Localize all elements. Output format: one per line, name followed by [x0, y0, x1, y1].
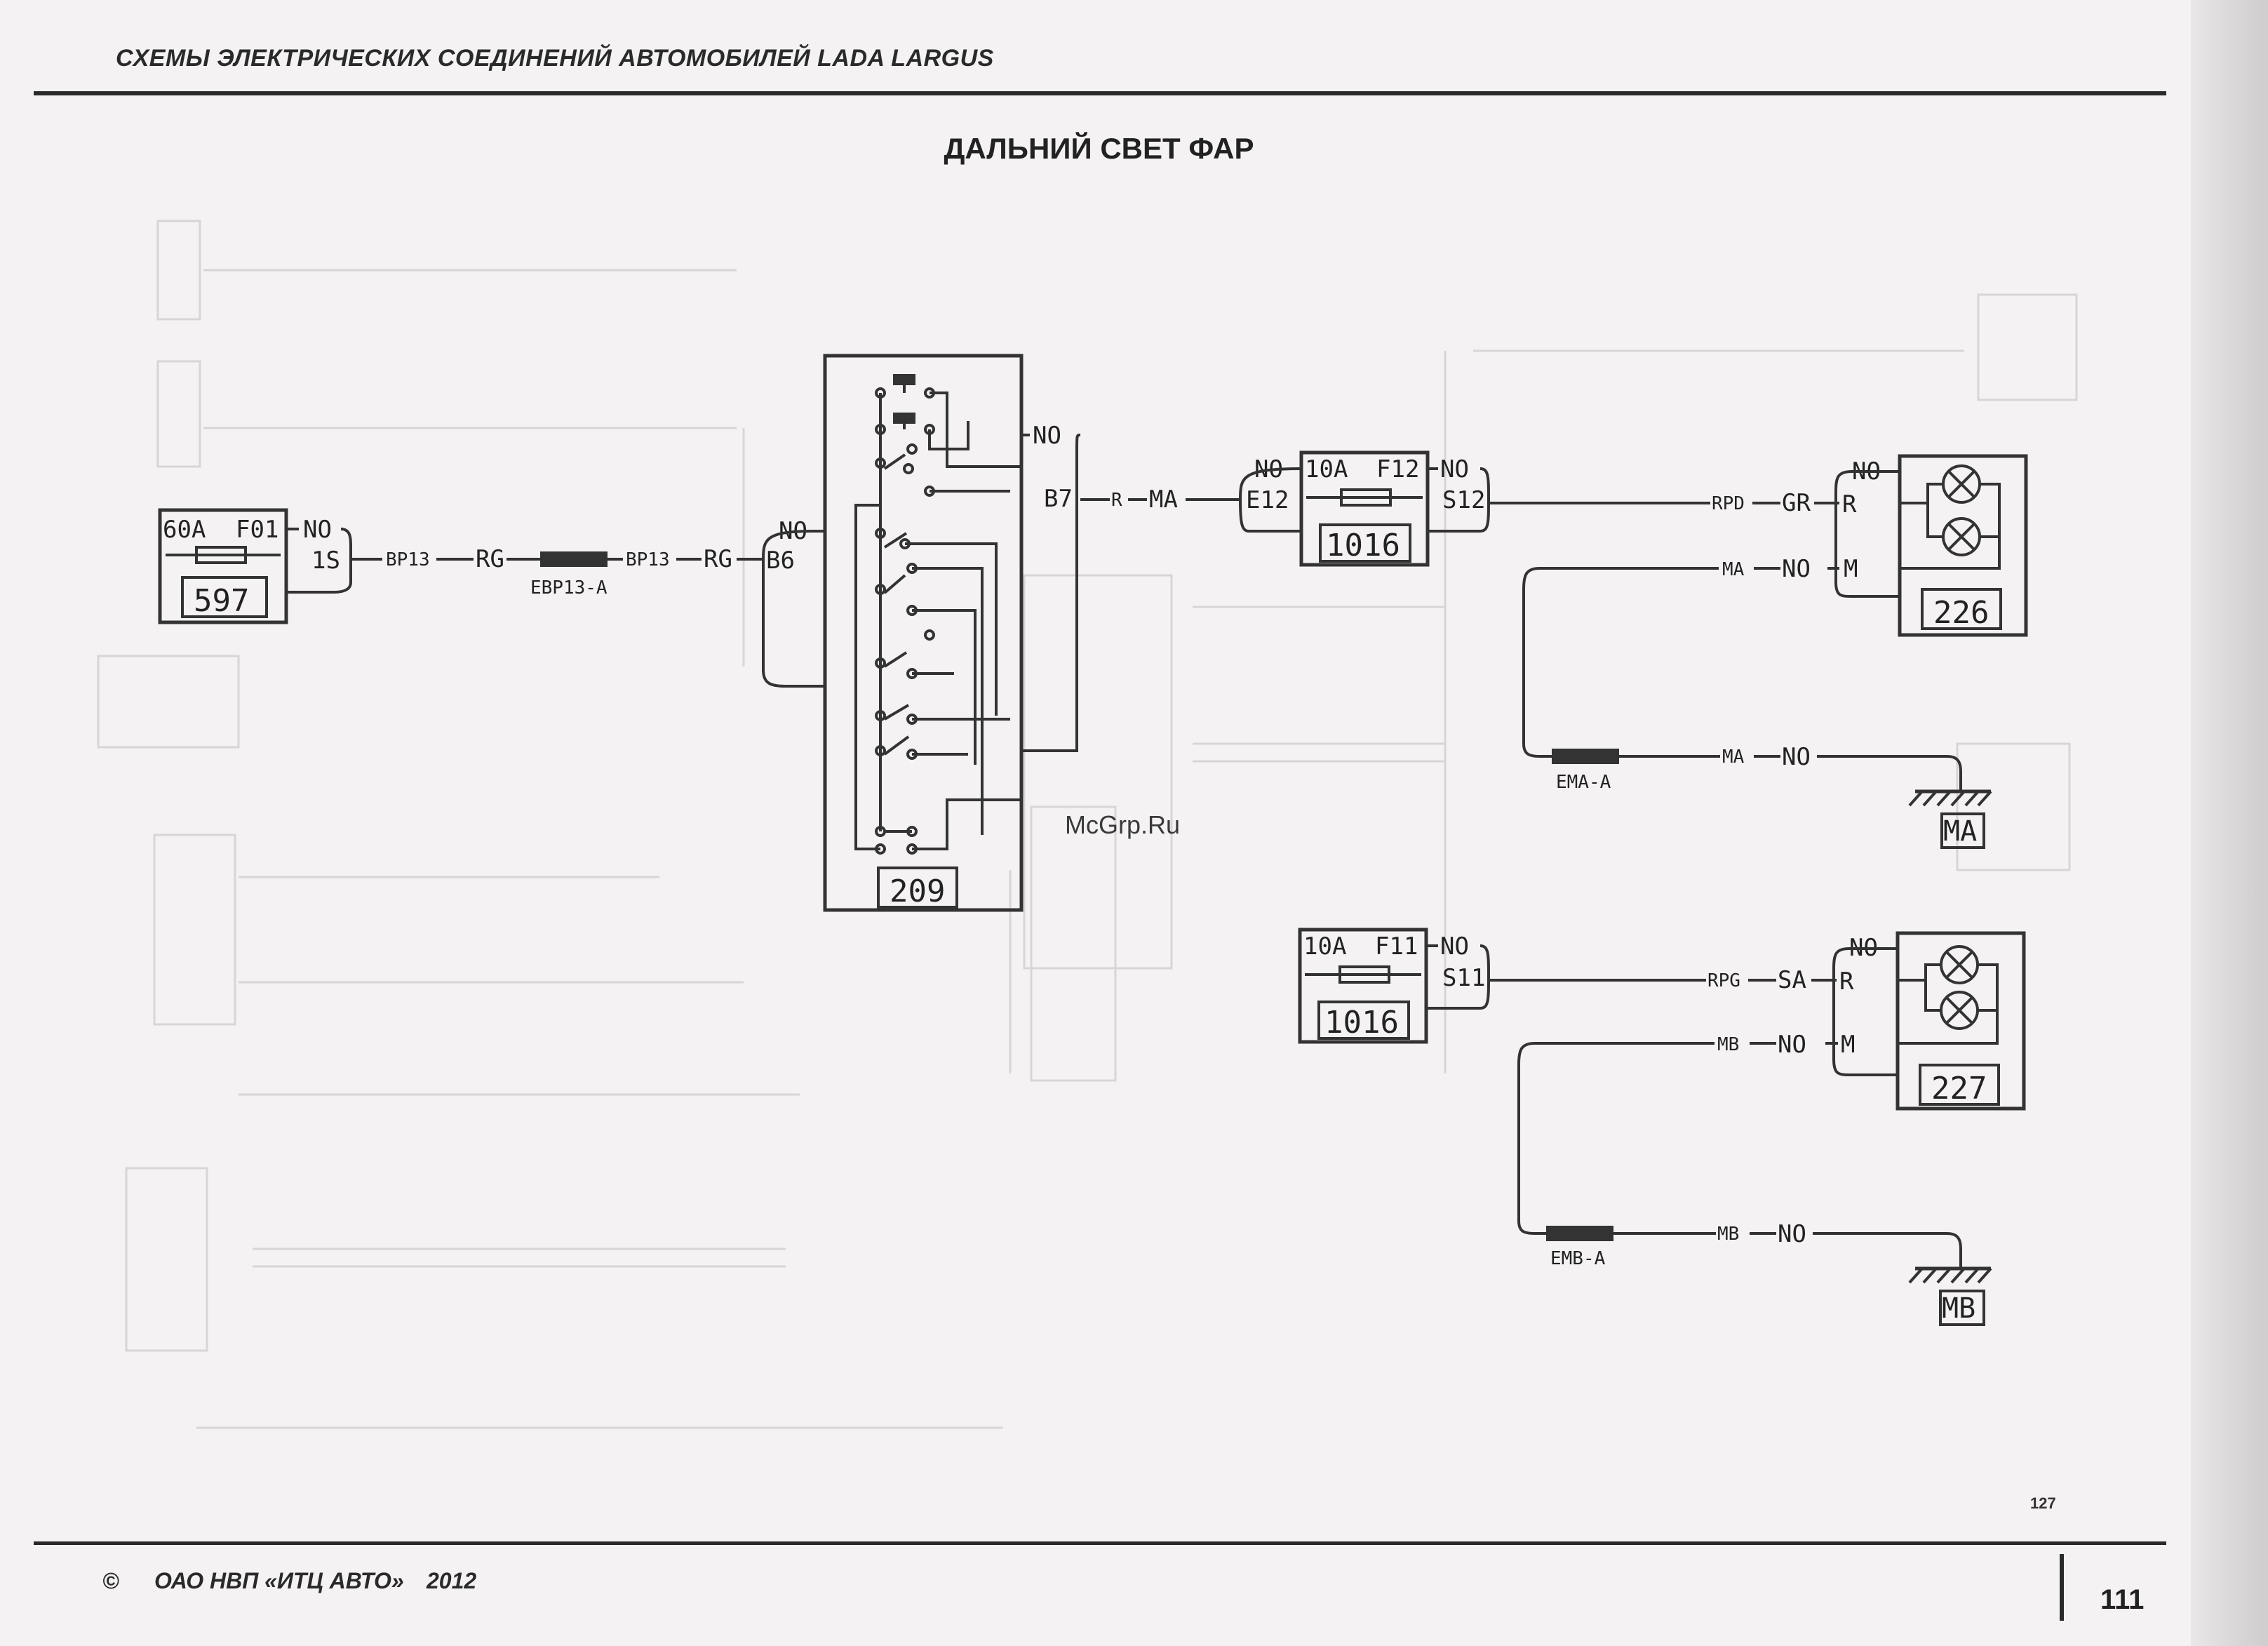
switch-209-pin-in: B6	[766, 547, 795, 575]
headlight-227-block-number: 227	[1931, 1071, 1987, 1106]
wire-rpg-label: RPG	[1707, 970, 1740, 991]
fuse-f12-pin-out: S12	[1442, 486, 1485, 514]
fuse-f12-name: F12	[1376, 455, 1419, 483]
ground-ma-label: MA	[1943, 815, 1977, 848]
headlight-227: 227	[1895, 931, 2026, 1111]
wire-ma-label: MA	[1149, 486, 1178, 514]
wire-b7-to-e12: R MA	[1080, 486, 1240, 514]
fuse-f12-block: NO E12 10A F12 1016 NO S12	[1238, 450, 1490, 567]
footer-rule	[34, 1541, 2166, 1545]
source-page-number: 127	[2030, 1494, 2056, 1512]
fuse-f01-block: 60A F01 597 NO 1S	[158, 508, 352, 624]
fuse-f12-rating: 10A	[1305, 455, 1348, 483]
wire-s11-to-227: RPG SA R NO	[1489, 934, 1898, 1076]
connector-emb-label: EMB-A	[1550, 1248, 1606, 1269]
fuse-f11-rating: 10A	[1303, 932, 1346, 961]
fuse-f12-no-right: NO	[1440, 455, 1469, 483]
diagram-title: ДАЛЬНИЙ СВЕТ ФАР	[0, 132, 2268, 166]
fuse-f12-block-number: 1016	[1326, 528, 1400, 563]
switch-209-pin-out-no: NO	[1033, 422, 1061, 450]
fuse-f11-name: F11	[1375, 932, 1418, 961]
connector-emb-symbol	[1546, 1226, 1613, 1241]
fuse-f01-name: F01	[236, 516, 279, 544]
wire-mb-label-ground: MB	[1717, 1224, 1739, 1245]
header-rule	[34, 91, 2166, 95]
publication-year: 2012	[427, 1568, 477, 1593]
watermark: McGrp.Ru	[1065, 810, 1181, 839]
copyright-symbol: ©	[102, 1568, 119, 1593]
fuse-f12-pin-in: E12	[1246, 486, 1289, 514]
publisher: ОАО НВП «ИТЦ АВТО»	[154, 1568, 404, 1593]
fuse-f01-block-number: 597	[194, 583, 249, 619]
wire-no-label-226: NO	[1782, 555, 1811, 583]
feed-wire-f01-to-209: BP13 RG EBP13-A BP13 RG B6 NO	[351, 517, 825, 688]
wire-s12-to-226: RPD GR R NO	[1489, 457, 1900, 598]
wire-rg-label-2: RG	[704, 545, 732, 573]
headlight-226-block-number: 226	[1933, 595, 1989, 631]
fuse-f11-block-number: 1016	[1324, 1005, 1399, 1041]
fuse-f11-no-right: NO	[1440, 932, 1469, 961]
wire-227-to-ground-mb: M NO MB EMB-A MB NO	[1517, 1031, 1962, 1269]
wire-ma-label-ground: MA	[1722, 747, 1745, 768]
headlight-227-pin-m: M	[1841, 1031, 1855, 1059]
fuse-f01-pin-no: NO	[303, 516, 332, 544]
bleed-through-ghost	[97, 220, 2078, 1429]
headlight-226-pin-m: M	[1844, 555, 1858, 583]
wire-no-label-ground-ma: NO	[1782, 743, 1811, 771]
wire-mb-label-227: MB	[1717, 1034, 1739, 1055]
page-edge-shadow	[2191, 0, 2268, 1646]
wire-sa-label-227: SA	[1778, 966, 1806, 994]
page-number: 111	[2100, 1584, 2145, 1615]
fuse-f01-pin: 1S	[311, 547, 340, 575]
ground-mb-label: MB	[1942, 1292, 1975, 1325]
headlight-226: 226	[1898, 454, 2028, 637]
wire-no-label-227: NO	[1778, 1031, 1806, 1059]
fuse-f11-block: 10A F11 1016 NO S11	[1298, 928, 1490, 1044]
page-number-bar	[2060, 1554, 2064, 1621]
wire-bp13-label-2: BP13	[626, 549, 670, 570]
fuse-f11-pin-out: S11	[1442, 964, 1485, 992]
wire-r-label: R	[1111, 490, 1122, 511]
diagram-title-text: ДАЛЬНИЙ СВЕТ ФАР	[944, 132, 1254, 165]
wire-rpd-label: RPD	[1712, 493, 1745, 514]
ground-mb-symbol: MB	[1908, 1266, 1992, 1326]
wire-no-label-ground-mb: NO	[1778, 1220, 1806, 1248]
wire-226-to-ground-ma: M NO MA EMA-A MA NO	[1522, 555, 1962, 793]
switch-209-pin-out: B7	[1044, 485, 1073, 513]
light-switch-209: 209	[823, 354, 1081, 912]
fuse-f01-rating: 60A	[163, 516, 206, 544]
switch-209-block-number: 209	[890, 874, 945, 909]
connector-ebp13-symbol	[540, 551, 608, 567]
wire-ma-label-226: MA	[1722, 559, 1745, 580]
connector-ebp13-label: EBP13-A	[530, 577, 608, 598]
connector-ema-symbol	[1552, 749, 1619, 764]
wire-gr-label-226: GR	[1782, 489, 1811, 517]
wire-rg-label-1: RG	[476, 545, 504, 573]
headlight-226-pin-r: R	[1842, 490, 1857, 518]
wire-bp13-label-1: BP13	[386, 549, 430, 570]
connector-ema-label: EMA-A	[1556, 772, 1611, 793]
ground-ma-symbol: MA	[1908, 789, 1992, 849]
headlight-227-pin-r: R	[1839, 968, 1854, 996]
running-title: СХЕМЫ ЭЛЕКТРИЧЕСКИХ СОЕДИНЕНИЙ АВТОМОБИЛ…	[116, 45, 994, 72]
